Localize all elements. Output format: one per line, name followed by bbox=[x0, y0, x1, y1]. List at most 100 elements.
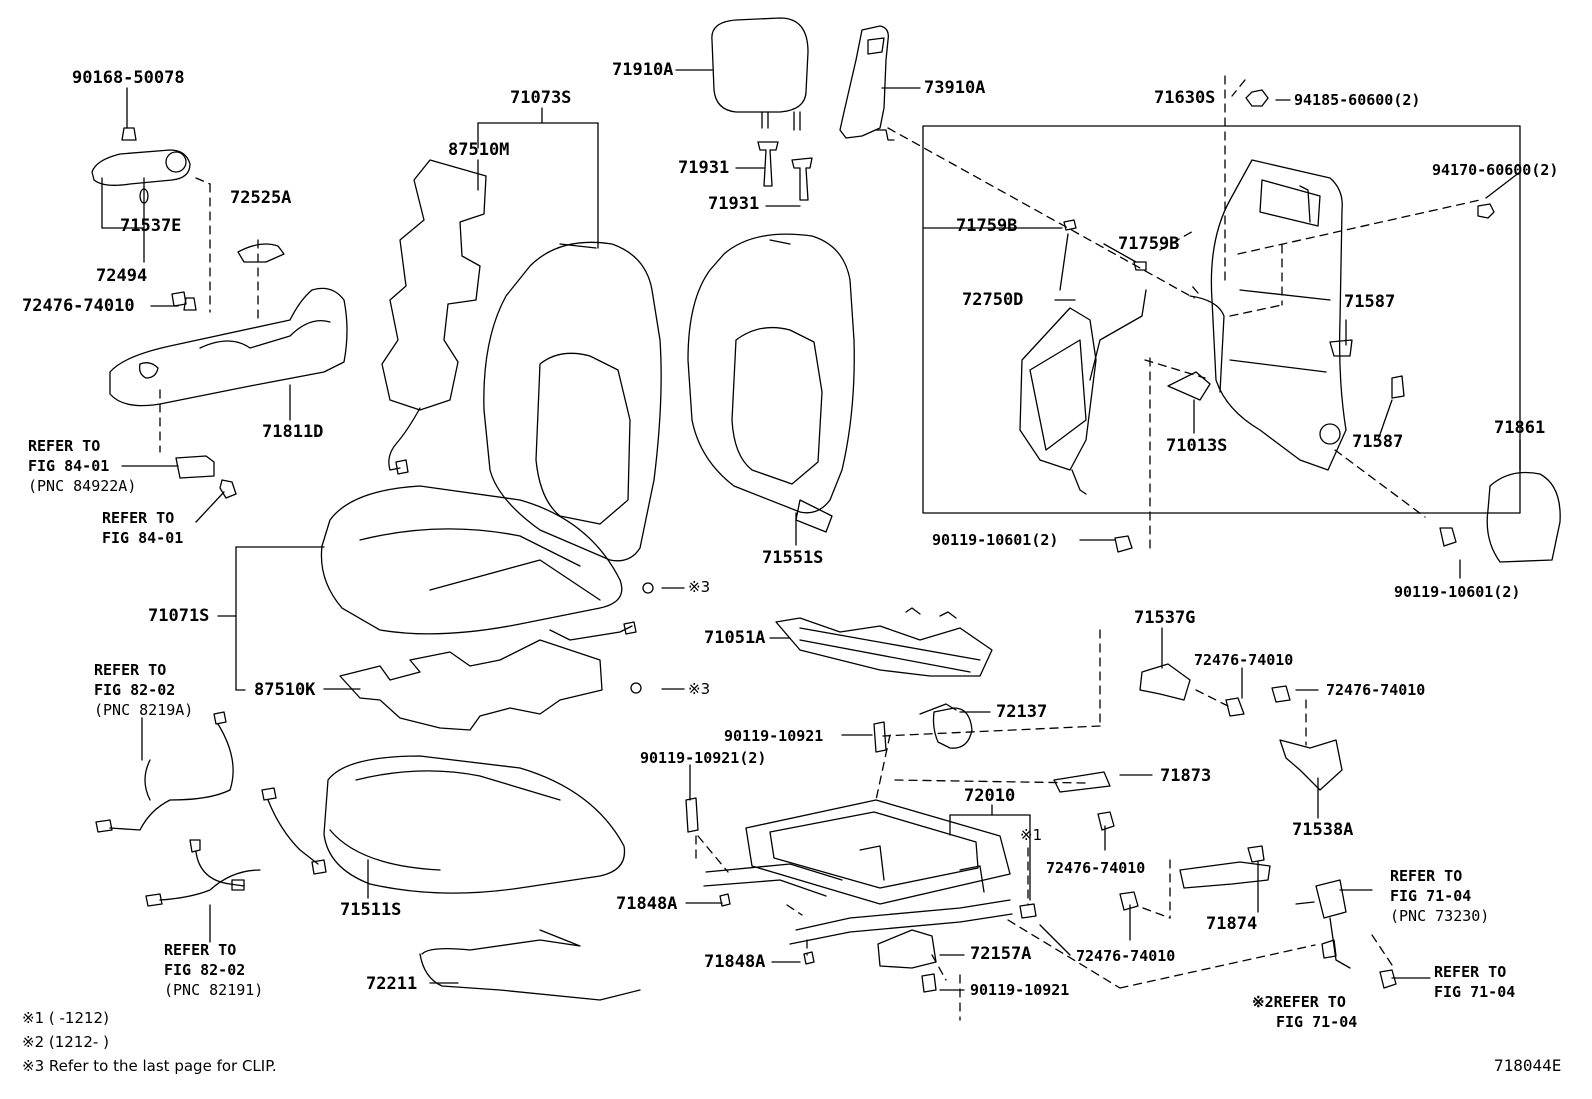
part-label-71071s[interactable]: 71071S bbox=[148, 606, 210, 626]
part-label-71811d[interactable]: 71811D bbox=[262, 422, 324, 442]
frame-assembly-box bbox=[922, 125, 1521, 514]
part-label-71587[interactable]: 71587 bbox=[1352, 432, 1404, 452]
part-label-94170-60600[interactable]: 94170-60600(2) bbox=[1432, 161, 1559, 179]
reference-fig-84-01-pnc-84922a[interactable]: REFER TO FIG 84-01 (PNC 84922A) bbox=[28, 436, 136, 496]
cushion-wire-drawing bbox=[419, 929, 641, 1001]
reference-line: FIG 82-02 bbox=[94, 681, 176, 699]
reference-fig-82-02-pnc-82191[interactable]: REFER TO FIG 82-02 (PNC 82191) bbox=[164, 940, 263, 1000]
reference-fig-84-01[interactable]: REFER TO FIG 84-01 bbox=[102, 508, 183, 548]
reference-line: FIG 84-01 bbox=[28, 457, 110, 475]
part-label-73910a[interactable]: 73910A bbox=[924, 78, 986, 98]
reference-line: ※2REFER TO bbox=[1252, 993, 1346, 1011]
part-label-87510k[interactable]: 87510K bbox=[254, 680, 316, 700]
part-label-90119-10601[interactable]: 90119-10601(2) bbox=[1394, 583, 1521, 601]
reference-line: REFER TO bbox=[1434, 963, 1507, 981]
reference-line: FIG 71-04 bbox=[1434, 983, 1516, 1001]
reference-fig-71-04-note2[interactable]: ※2REFER TO FIG 71-04 bbox=[1252, 992, 1357, 1032]
seat-wire-drawing bbox=[775, 607, 993, 677]
reference-fig-71-04-pnc-73230[interactable]: REFER TO FIG 71-04 (PNC 73230) bbox=[1390, 866, 1489, 926]
part-label-94185-60600[interactable]: 94185-60600(2) bbox=[1294, 91, 1421, 109]
part-label-71759b[interactable]: 71759B bbox=[956, 216, 1018, 236]
part-label-71537g[interactable]: 71537G bbox=[1134, 608, 1196, 628]
part-label-90119-10921[interactable]: 90119-10921 bbox=[724, 727, 824, 745]
part-label-71551s[interactable]: 71551S bbox=[762, 548, 824, 568]
part-label-72476-74010[interactable]: 72476-74010 bbox=[22, 296, 135, 316]
part-label-71051a[interactable]: 71051A bbox=[704, 628, 766, 648]
part-label-71874[interactable]: 71874 bbox=[1206, 914, 1258, 934]
reference-pnc: (PNC 8219A) bbox=[94, 701, 194, 719]
reference-fig-82-02-pnc-8219a[interactable]: REFER TO FIG 82-02 (PNC 8219A) bbox=[94, 660, 193, 720]
part-label-71861[interactable]: 71861 bbox=[1494, 418, 1546, 438]
reference-line: REFER TO bbox=[1390, 867, 1463, 885]
clip-note-marker: ※3 bbox=[688, 680, 711, 698]
headrest-support-drawing bbox=[757, 141, 813, 201]
part-label-71759b[interactable]: 71759B bbox=[1118, 234, 1180, 254]
cover-72137-drawing bbox=[932, 707, 973, 749]
part-label-72476-74010[interactable]: 72476-74010 bbox=[1076, 947, 1176, 965]
back-cover-drawing bbox=[1486, 471, 1561, 563]
part-label-71073s[interactable]: 71073S bbox=[510, 88, 572, 108]
seatback-heater-drawing bbox=[381, 159, 487, 475]
part-label-71931[interactable]: 71931 bbox=[678, 158, 730, 178]
footnote-1: ※1 ( -1212) bbox=[22, 1009, 109, 1027]
reference-line: REFER TO bbox=[102, 509, 175, 527]
reference-line: FIG 71-04 bbox=[1390, 887, 1472, 905]
dashed-lines bbox=[159, 75, 1481, 1021]
part-label-72157a[interactable]: 72157A bbox=[970, 944, 1032, 964]
seat-pad-drawing bbox=[323, 755, 626, 894]
part-label-72494[interactable]: 72494 bbox=[96, 266, 148, 286]
seat-adjuster-drawing bbox=[703, 799, 1013, 945]
part-label-72010[interactable]: 72010 bbox=[964, 786, 1016, 806]
leader-lines bbox=[101, 69, 1521, 991]
part-label-71537e[interactable]: 71537E bbox=[120, 216, 182, 236]
applicability-note-marker: ※1 bbox=[1020, 826, 1043, 844]
part-label-90119-10601[interactable]: 90119-10601(2) bbox=[932, 531, 1059, 549]
part-label-72525a[interactable]: 72525A bbox=[230, 188, 292, 208]
lumbar-support-drawing bbox=[1019, 233, 1147, 495]
footnote-3: ※3 Refer to the last page for CLIP. bbox=[22, 1057, 277, 1075]
seatback-pad-drawing bbox=[687, 233, 855, 533]
part-label-71931[interactable]: 71931 bbox=[708, 194, 760, 214]
cover-72157a-drawing bbox=[877, 929, 937, 969]
seat-cover-drawing bbox=[320, 485, 623, 635]
clip-note-marker: ※3 bbox=[688, 578, 711, 596]
diagram-id: 718044E bbox=[1494, 1056, 1562, 1075]
part-label-71910a[interactable]: 71910A bbox=[612, 60, 674, 80]
part-label-71848a[interactable]: 71848A bbox=[704, 952, 766, 972]
part-label-71013s[interactable]: 71013S bbox=[1166, 436, 1228, 456]
brackets-drawing bbox=[1053, 663, 1343, 889]
part-label-72476-74010[interactable]: 72476-74010 bbox=[1046, 859, 1146, 877]
part-label-72476-74010[interactable]: 72476-74010 bbox=[1326, 681, 1426, 699]
part-label-72211[interactable]: 72211 bbox=[366, 974, 418, 994]
part-label-72137[interactable]: 72137 bbox=[996, 702, 1048, 722]
part-label-87510m[interactable]: 87510M bbox=[448, 140, 510, 160]
seatback-frame-drawing bbox=[1167, 159, 1347, 471]
part-label-90119-10921-2[interactable]: 90119-10921(2) bbox=[640, 749, 767, 767]
cover-72137-clip bbox=[919, 703, 957, 715]
seatback-cover-drawing bbox=[483, 241, 662, 562]
reference-line: FIG 71-04 bbox=[1276, 1013, 1358, 1031]
part-label-71848a[interactable]: 71848A bbox=[616, 894, 678, 914]
side-shield-drawing bbox=[109, 287, 348, 499]
part-label-72476-74010[interactable]: 72476-74010 bbox=[1194, 651, 1294, 669]
part-label-90168-50078[interactable]: 90168-50078 bbox=[72, 68, 185, 88]
part-label-71587[interactable]: 71587 bbox=[1344, 292, 1396, 312]
bolts-drawing bbox=[1114, 89, 1495, 553]
reference-pnc: (PNC 82191) bbox=[164, 981, 264, 999]
side-cover-drawing bbox=[839, 25, 895, 141]
recliner-cover-drawing bbox=[91, 127, 285, 311]
reference-line: REFER TO bbox=[164, 941, 237, 959]
reference-fig-71-04[interactable]: REFER TO FIG 71-04 bbox=[1434, 962, 1515, 1002]
harness-drawing bbox=[95, 711, 327, 907]
part-label-72750d[interactable]: 72750D bbox=[962, 290, 1024, 310]
part-label-71630s[interactable]: 71630S bbox=[1154, 88, 1216, 108]
part-label-71538a[interactable]: 71538A bbox=[1292, 820, 1354, 840]
part-label-71873[interactable]: 71873 bbox=[1160, 766, 1212, 786]
reference-pnc: (PNC 73230) bbox=[1390, 907, 1490, 925]
seat-belt-buckle-drawing bbox=[1295, 879, 1397, 989]
part-label-71511s[interactable]: 71511S bbox=[340, 900, 402, 920]
part-label-90119-10921[interactable]: 90119-10921 bbox=[970, 981, 1070, 999]
clips-drawing bbox=[1063, 219, 1405, 399]
